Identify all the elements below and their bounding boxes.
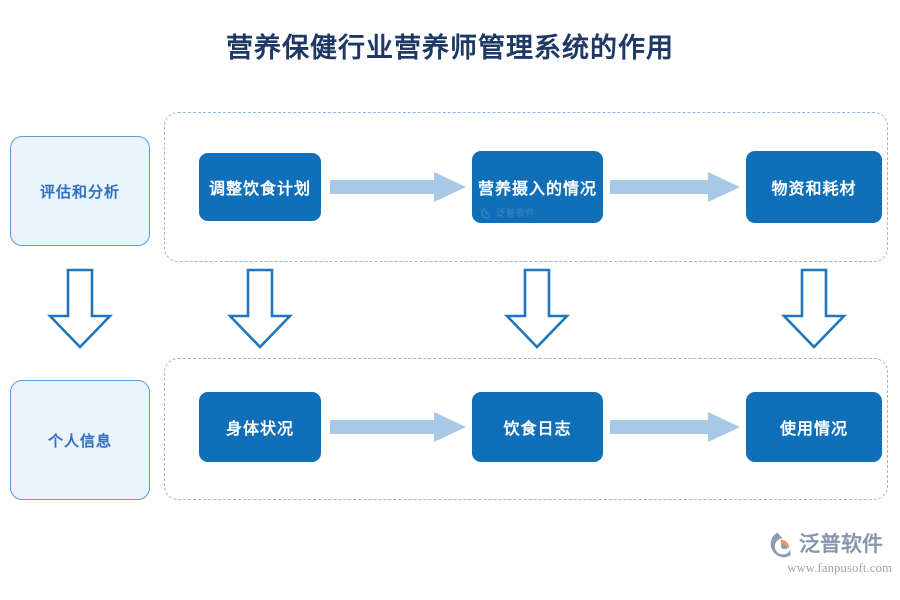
process-label: 身体状况 [225,419,294,438]
arrow-right-top-1 [330,172,466,202]
process-label: 物资和耗材 [771,179,857,198]
page-title: 营养保健行业营养师管理系统的作用 [226,33,674,64]
brand-name: 泛普软件 [799,531,883,556]
process-box-adjust-diet-plan[interactable]: 调整饮食计划 [199,153,321,221]
process-label: 调整饮食计划 [208,179,311,198]
brand-watermark: 泛普软件 www.fanpusoft.com [768,530,892,582]
box-watermark: 泛普软件 [480,206,536,219]
arrow-right-bottom-2 [610,412,740,442]
category-label: 个人信息 [47,431,112,450]
category-label: 评估和分析 [39,182,120,201]
fanpu-logo-icon [770,532,791,558]
process-box-usage-status[interactable]: 使用情况 [746,392,882,462]
arrow-right-top-2 [610,172,740,202]
brand-row: 泛普软件 [768,530,892,558]
group-container-top [164,112,888,262]
arrow-right-bottom-1 [330,412,466,442]
process-box-diet-journal[interactable]: 饮食日志 [472,392,603,462]
arrow-down-column-2 [504,268,570,349]
arrow-down-category [47,268,113,349]
process-label: 饮食日志 [503,419,572,438]
process-box-supplies-consumables[interactable]: 物资和耗材 [746,151,882,223]
box-watermark-text: 泛普软件 [496,209,537,219]
category-box-assessment[interactable]: 评估和分析 [10,136,150,246]
brand-url: www.fanpusoft.com [787,561,892,575]
arrow-down-column-1 [227,268,293,349]
process-label: 使用情况 [779,419,848,438]
process-box-physical-condition[interactable]: 身体状况 [199,392,321,462]
arrow-down-column-3 [781,268,847,349]
process-label: 营养摄入的情况 [477,179,597,198]
group-container-bottom [164,358,888,500]
process-box-nutrition-intake[interactable]: 营养摄入的情况 泛普软件 [472,151,603,223]
category-box-personal-info[interactable]: 个人信息 [10,380,150,500]
